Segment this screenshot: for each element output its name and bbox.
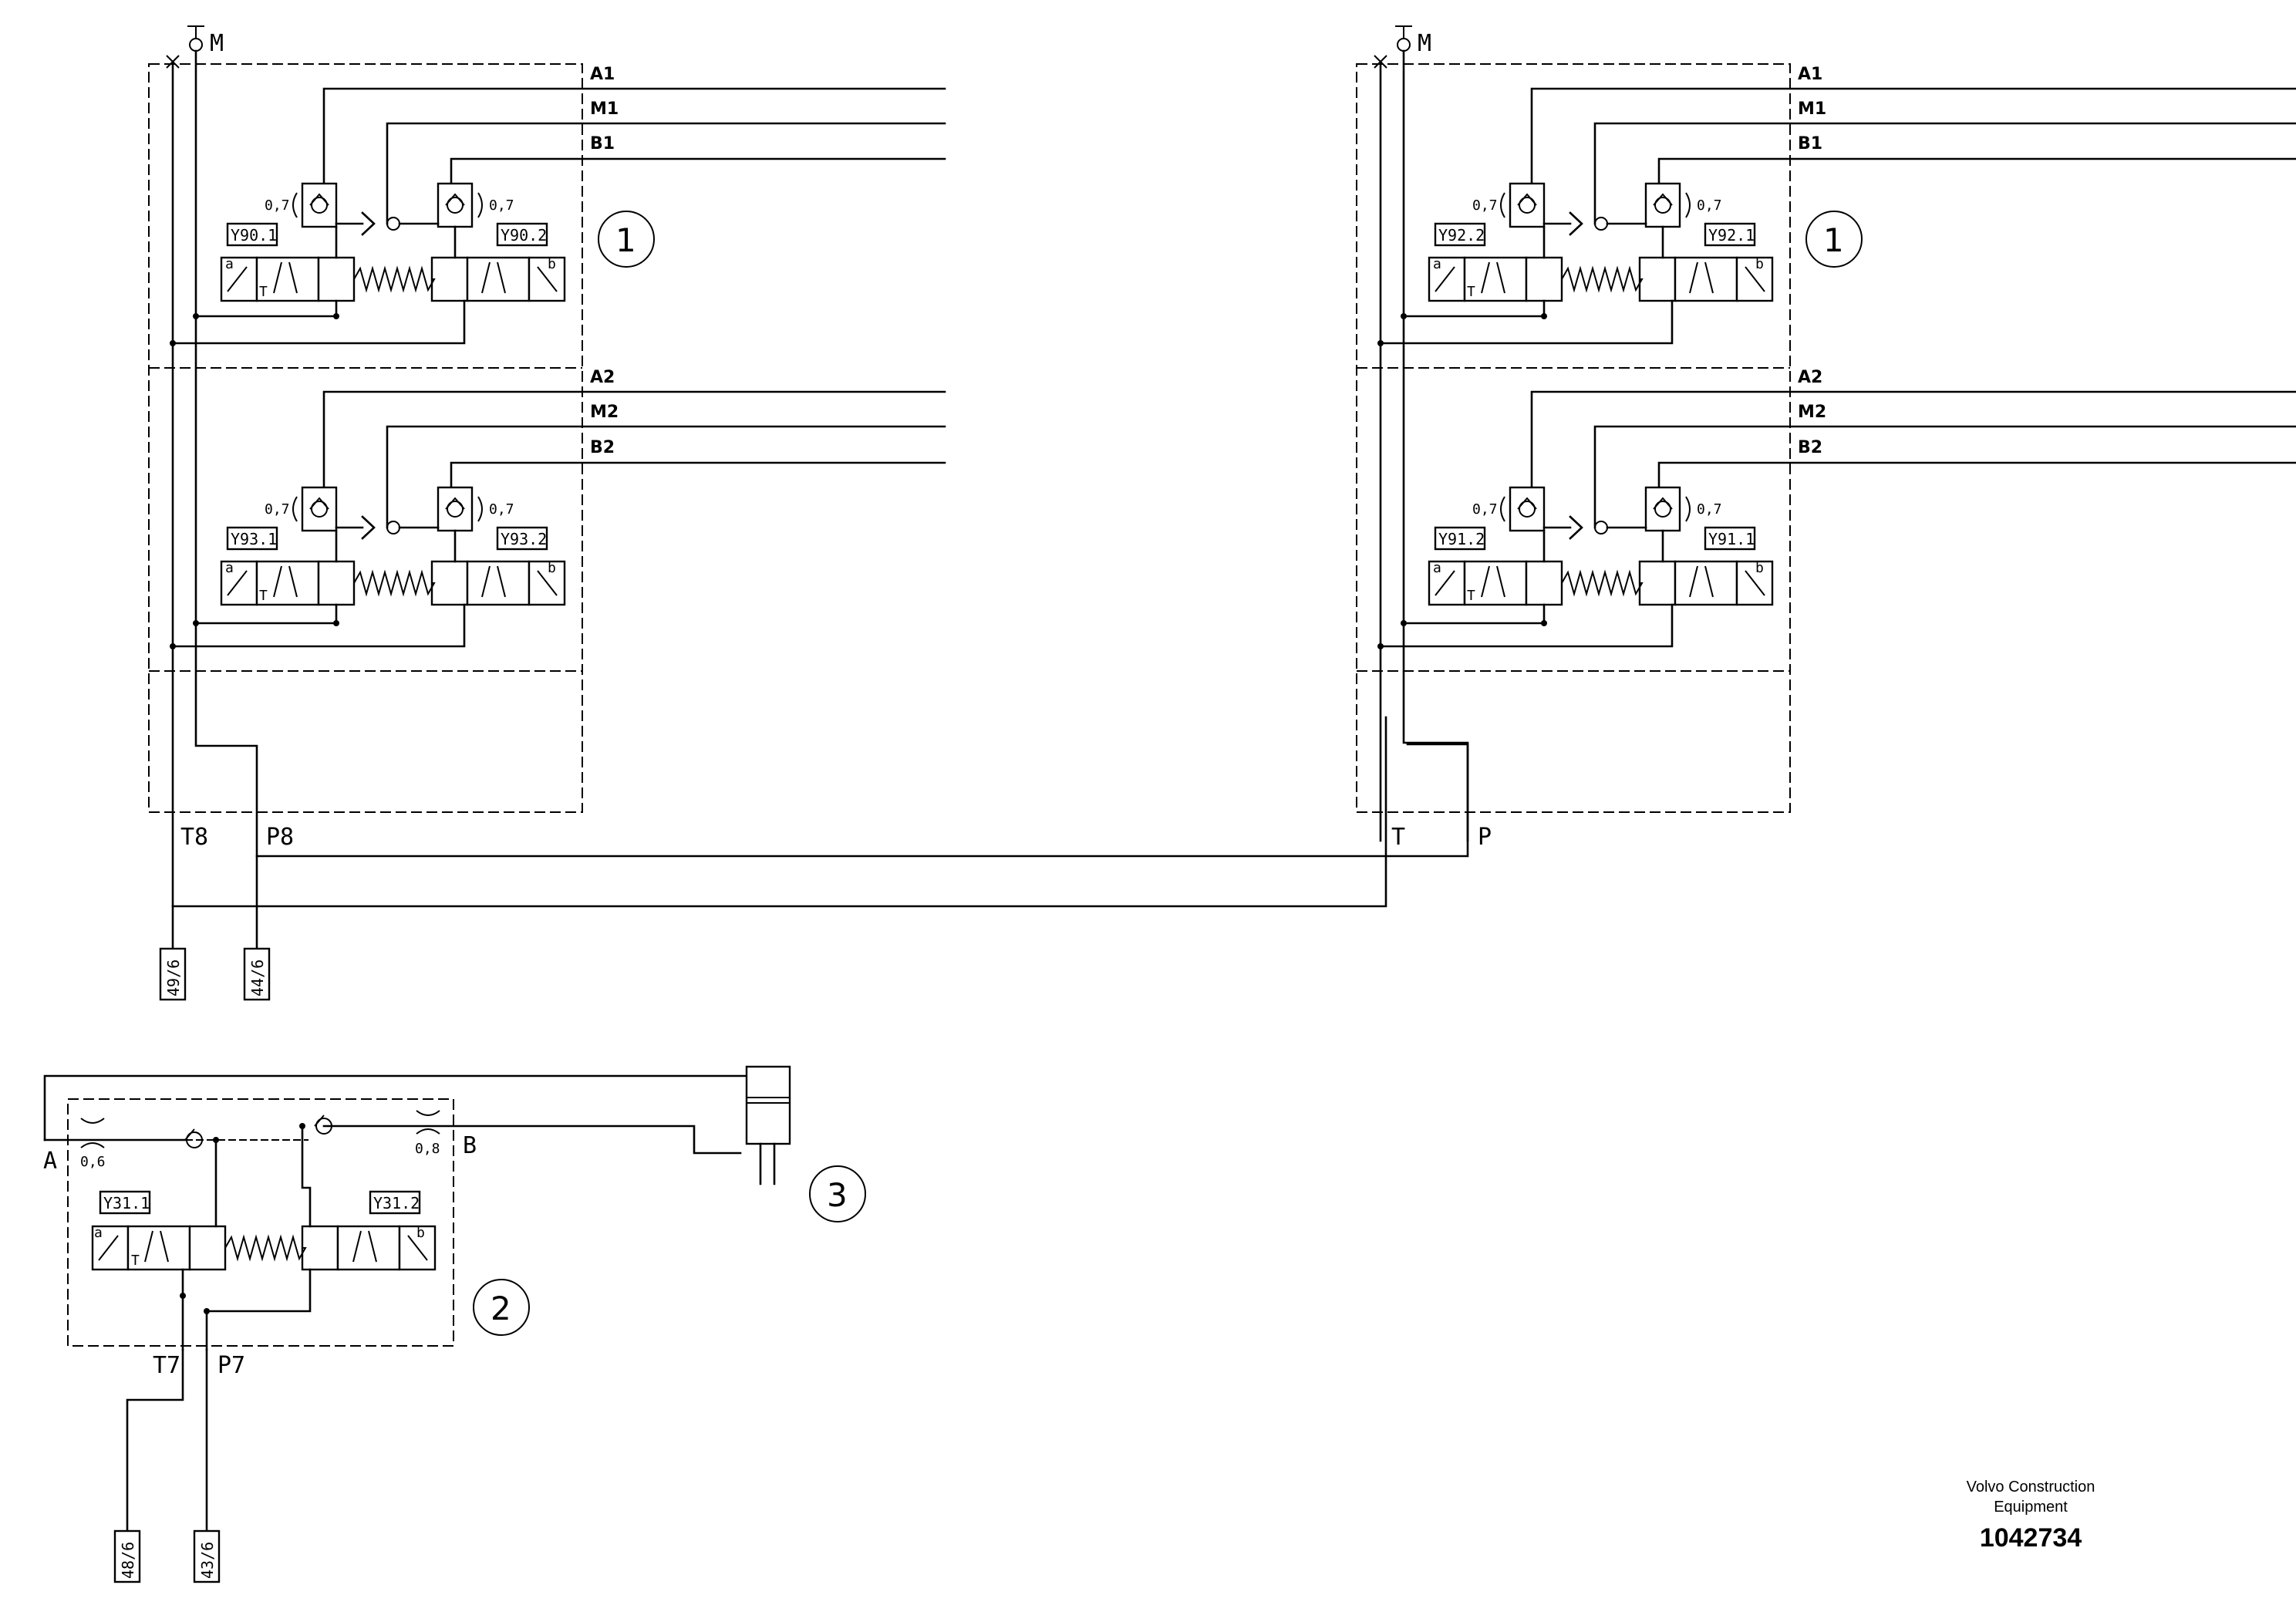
callout-number: 2 — [491, 1290, 511, 1327]
line-a2-label: A2 — [1798, 368, 1822, 387]
port-t8-label: T8 — [180, 824, 208, 851]
orifice-label: 0,7 — [1697, 501, 1722, 518]
callout-number: 1 — [615, 221, 636, 259]
valve-section-1: A1 M1 B1 0,7 0,7 Y92.2 Y92.1 — [1377, 65, 2296, 346]
port-m-label: M — [1418, 30, 1431, 57]
valve-group-left: M T8 P8 A1 M1 B1 0,7 0,7 — [148, 25, 1469, 950]
port-t7-label: T7 — [153, 1352, 180, 1379]
orifice-label: 0,6 — [80, 1154, 106, 1170]
line-m1-label: M1 — [590, 99, 619, 119]
connector-48-6: 48/6 — [113, 1529, 141, 1583]
connector-label: 48/6 — [119, 1542, 137, 1579]
orifice-label: 0,7 — [265, 197, 290, 214]
solenoid-tag: Y93.1 — [231, 530, 277, 548]
connector-44-6: 44/6 — [243, 947, 271, 1001]
line-m2-label: M2 — [590, 403, 619, 422]
valve-block-outline — [1356, 63, 1791, 813]
orifice-label: 0,7 — [1697, 197, 1722, 214]
side-a-label: a — [225, 560, 234, 576]
port-t-label: T — [1391, 824, 1405, 851]
tank-symbol: T — [259, 588, 268, 604]
line-m2-label: M2 — [1798, 403, 1826, 422]
valve-group-right: M T P A1 M1 B1 0,7 0,7 — [1356, 25, 2296, 851]
side-a-label: a — [1433, 256, 1441, 272]
port-a-label: A — [43, 1148, 57, 1175]
side-b-label: b — [1755, 560, 1764, 576]
orifice-label: 0,7 — [489, 197, 514, 214]
line-a1-label: A1 — [1798, 65, 1822, 84]
side-b-label: b — [416, 1225, 425, 1241]
callout-number: 1 — [1823, 221, 1844, 259]
side-a-label: a — [225, 256, 234, 272]
line-b2-label: B2 — [1798, 438, 1822, 457]
valve-block-outline — [67, 1098, 454, 1347]
solenoid-tag: Y93.2 — [501, 530, 547, 548]
solenoid-tag: Y91.1 — [1708, 530, 1755, 548]
valve-2: 0,6 0,8 A B Y31.1 Y31.2 a b T — [43, 1065, 791, 1533]
tank-symbol: T — [1467, 588, 1475, 604]
tank-symbol: T — [1467, 284, 1475, 300]
solenoid-tag: Y90.2 — [501, 226, 547, 244]
solenoid-tag: Y31.2 — [373, 1194, 420, 1212]
tank-symbol: T — [131, 1253, 140, 1269]
brand-line-1: Volvo Construction — [1967, 1479, 2095, 1496]
port-p7-label: P7 — [217, 1352, 245, 1379]
orifice-label: 0,7 — [1472, 501, 1498, 518]
side-a-label: a — [94, 1225, 103, 1241]
connector-label: 44/6 — [248, 959, 267, 996]
valve-section-1: A1 M1 B1 0,7 0,7 Y90.1 Y90.2 — [170, 65, 946, 346]
line-a1-label: A1 — [590, 65, 615, 84]
solenoid-tag: Y92.1 — [1708, 226, 1755, 244]
document-number: 1042734 — [1980, 1523, 2082, 1553]
connector-43-6: 43/6 — [193, 1529, 221, 1583]
solenoid-tag: Y31.1 — [103, 1194, 150, 1212]
line-m1-label: M1 — [1798, 99, 1826, 119]
solenoid-tag: Y92.2 — [1438, 226, 1485, 244]
side-b-label: b — [1755, 256, 1764, 272]
valve-block-outline — [148, 63, 583, 813]
orifice-label: 0,7 — [265, 501, 290, 518]
connector-label: 49/6 — [164, 959, 183, 996]
orifice-label: 0,7 — [489, 501, 514, 518]
gauge-port-m — [1397, 38, 1411, 52]
line-b1-label: B1 — [1798, 134, 1822, 153]
callout-number: 3 — [827, 1176, 848, 1214]
line-b1-label: B1 — [590, 134, 615, 153]
side-b-label: b — [548, 256, 556, 272]
callout-circle — [1805, 211, 1863, 268]
side-a-label: a — [1433, 560, 1441, 576]
orifice-label: 0,8 — [415, 1141, 440, 1157]
valve-section-2: A2 M2 B2 0,7 0,7 Y93.1 Y93.2 — [170, 368, 946, 649]
callout-circle — [473, 1279, 530, 1336]
solenoid-tag: Y90.1 — [231, 226, 277, 244]
brand-line-2: Equipment — [1994, 1499, 2068, 1516]
callout-circle — [809, 1165, 866, 1222]
side-b-label: b — [548, 560, 556, 576]
valve-section-2: A2 M2 B2 0,7 0,7 Y91.2 Y91.1 — [1377, 368, 2296, 649]
callout-circle — [598, 211, 655, 268]
port-m-label: M — [210, 30, 224, 57]
solenoid-tag: Y91.2 — [1438, 530, 1485, 548]
orifice-label: 0,7 — [1472, 197, 1498, 214]
connector-label: 43/6 — [198, 1542, 217, 1579]
tank-symbol: T — [259, 284, 268, 300]
line-b2-label: B2 — [590, 438, 615, 457]
port-p-label: P — [1478, 824, 1492, 851]
connector-49-6: 49/6 — [159, 947, 187, 1001]
port-p8-label: P8 — [266, 824, 294, 851]
gauge-port-m — [189, 38, 203, 52]
port-b-label: B — [463, 1132, 477, 1159]
line-a2-label: A2 — [590, 368, 615, 387]
